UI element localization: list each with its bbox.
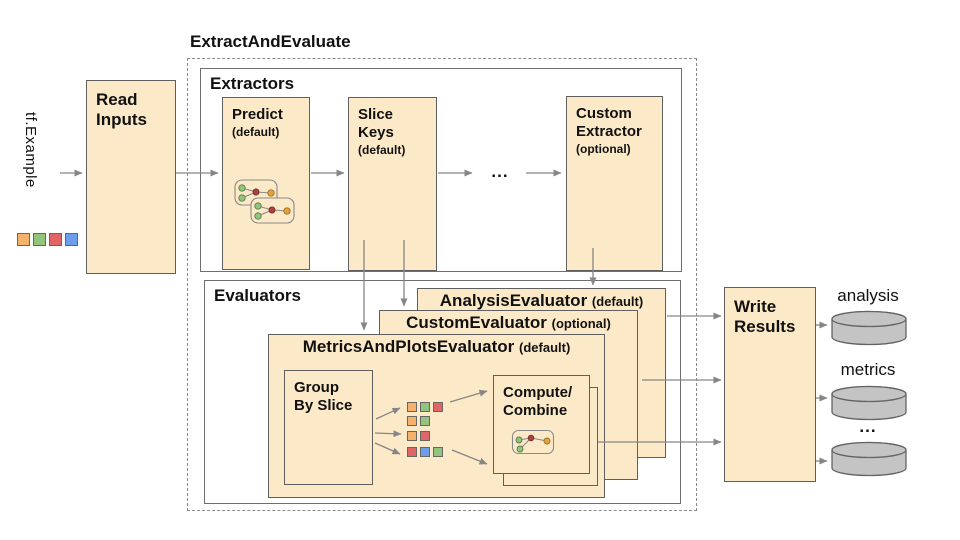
- color-square: [65, 233, 78, 246]
- color-square: [407, 431, 417, 441]
- compute-combine-label-line1: Compute/: [503, 384, 573, 401]
- analysis-evaluator-qualifier: (default): [591, 294, 644, 309]
- color-square: [407, 447, 417, 457]
- color-square: [420, 447, 430, 457]
- group-by-slice-box: Group By Slice: [284, 370, 373, 485]
- slice-group-row: [407, 431, 430, 441]
- slice-keys-label-line1: Slice: [358, 106, 394, 123]
- custom-extractor-label-line2: Extractor: [576, 123, 642, 140]
- evaluators-label: Evaluators: [214, 286, 301, 305]
- slice-group-row: [407, 447, 443, 457]
- tf-example-records: [17, 233, 78, 246]
- model-graph-icon: [234, 179, 295, 224]
- read-inputs-label-line1: Read: [96, 90, 138, 109]
- predict-label: Predict: [232, 106, 283, 123]
- slice-group-row: [407, 416, 430, 426]
- slice-keys-extractor-box: Slice Keys (default): [348, 97, 437, 271]
- slice-keys-label-line2: Keys: [358, 124, 394, 141]
- write-to-output-arrows: [816, 321, 828, 465]
- extract-and-evaluate-boundary: [187, 58, 697, 511]
- write-results-label-line2: Results: [734, 317, 796, 337]
- analysis-output-label: analysis: [837, 286, 899, 305]
- color-square: [407, 416, 417, 426]
- compute-combine-box: Compute/ Combine: [493, 375, 590, 474]
- group-by-slice-label-line2: By Slice: [294, 397, 353, 414]
- color-square: [49, 233, 62, 246]
- custom-extractor-qualifier: (optional): [576, 142, 631, 156]
- diagram-title: ExtractAndEvaluate: [190, 32, 351, 51]
- custom-evaluator-title: CustomEvaluator: [406, 313, 547, 332]
- write-results-box: Write Results: [724, 287, 816, 482]
- custom-extractor-box: Custom Extractor (optional): [566, 96, 663, 271]
- analysis-database-icon: [831, 310, 907, 346]
- tf-example-label: tf.Example: [22, 112, 39, 188]
- group-by-slice-label-line1: Group: [294, 379, 339, 396]
- color-square: [433, 447, 443, 457]
- slice-keys-qualifier: (default): [358, 143, 406, 157]
- read-inputs-label-line2: Inputs: [96, 110, 147, 130]
- color-square: [407, 402, 417, 412]
- color-square: [433, 402, 443, 412]
- slice-group-row: [407, 402, 443, 412]
- extractors-label: Extractors: [210, 74, 295, 93]
- write-results-label-line1: Write: [734, 297, 777, 316]
- other-output-database-icon: [831, 441, 907, 477]
- metrics-database-icon: [831, 385, 907, 421]
- color-square: [420, 431, 430, 441]
- color-square: [420, 416, 430, 426]
- read-inputs-box: Read Inputs: [86, 80, 176, 274]
- combine-graph-icon: [511, 429, 555, 455]
- predict-qualifier: (default): [232, 125, 280, 139]
- metrics-output-label: metrics: [840, 360, 896, 379]
- analysis-evaluator-title: AnalysisEvaluator: [439, 291, 588, 310]
- compute-combine-label-line2: Combine: [503, 402, 568, 419]
- outputs-ellipsis: ...: [859, 417, 877, 436]
- metrics-evaluator-qualifier: (default): [519, 340, 571, 355]
- extractors-ellipsis: ...: [491, 162, 509, 181]
- metrics-evaluator-title: MetricsAndPlotsEvaluator: [302, 337, 515, 356]
- custom-extractor-label-line1: Custom: [576, 105, 632, 122]
- color-square: [33, 233, 46, 246]
- color-square: [420, 402, 430, 412]
- custom-evaluator-qualifier: (optional): [551, 316, 611, 331]
- color-square: [17, 233, 30, 246]
